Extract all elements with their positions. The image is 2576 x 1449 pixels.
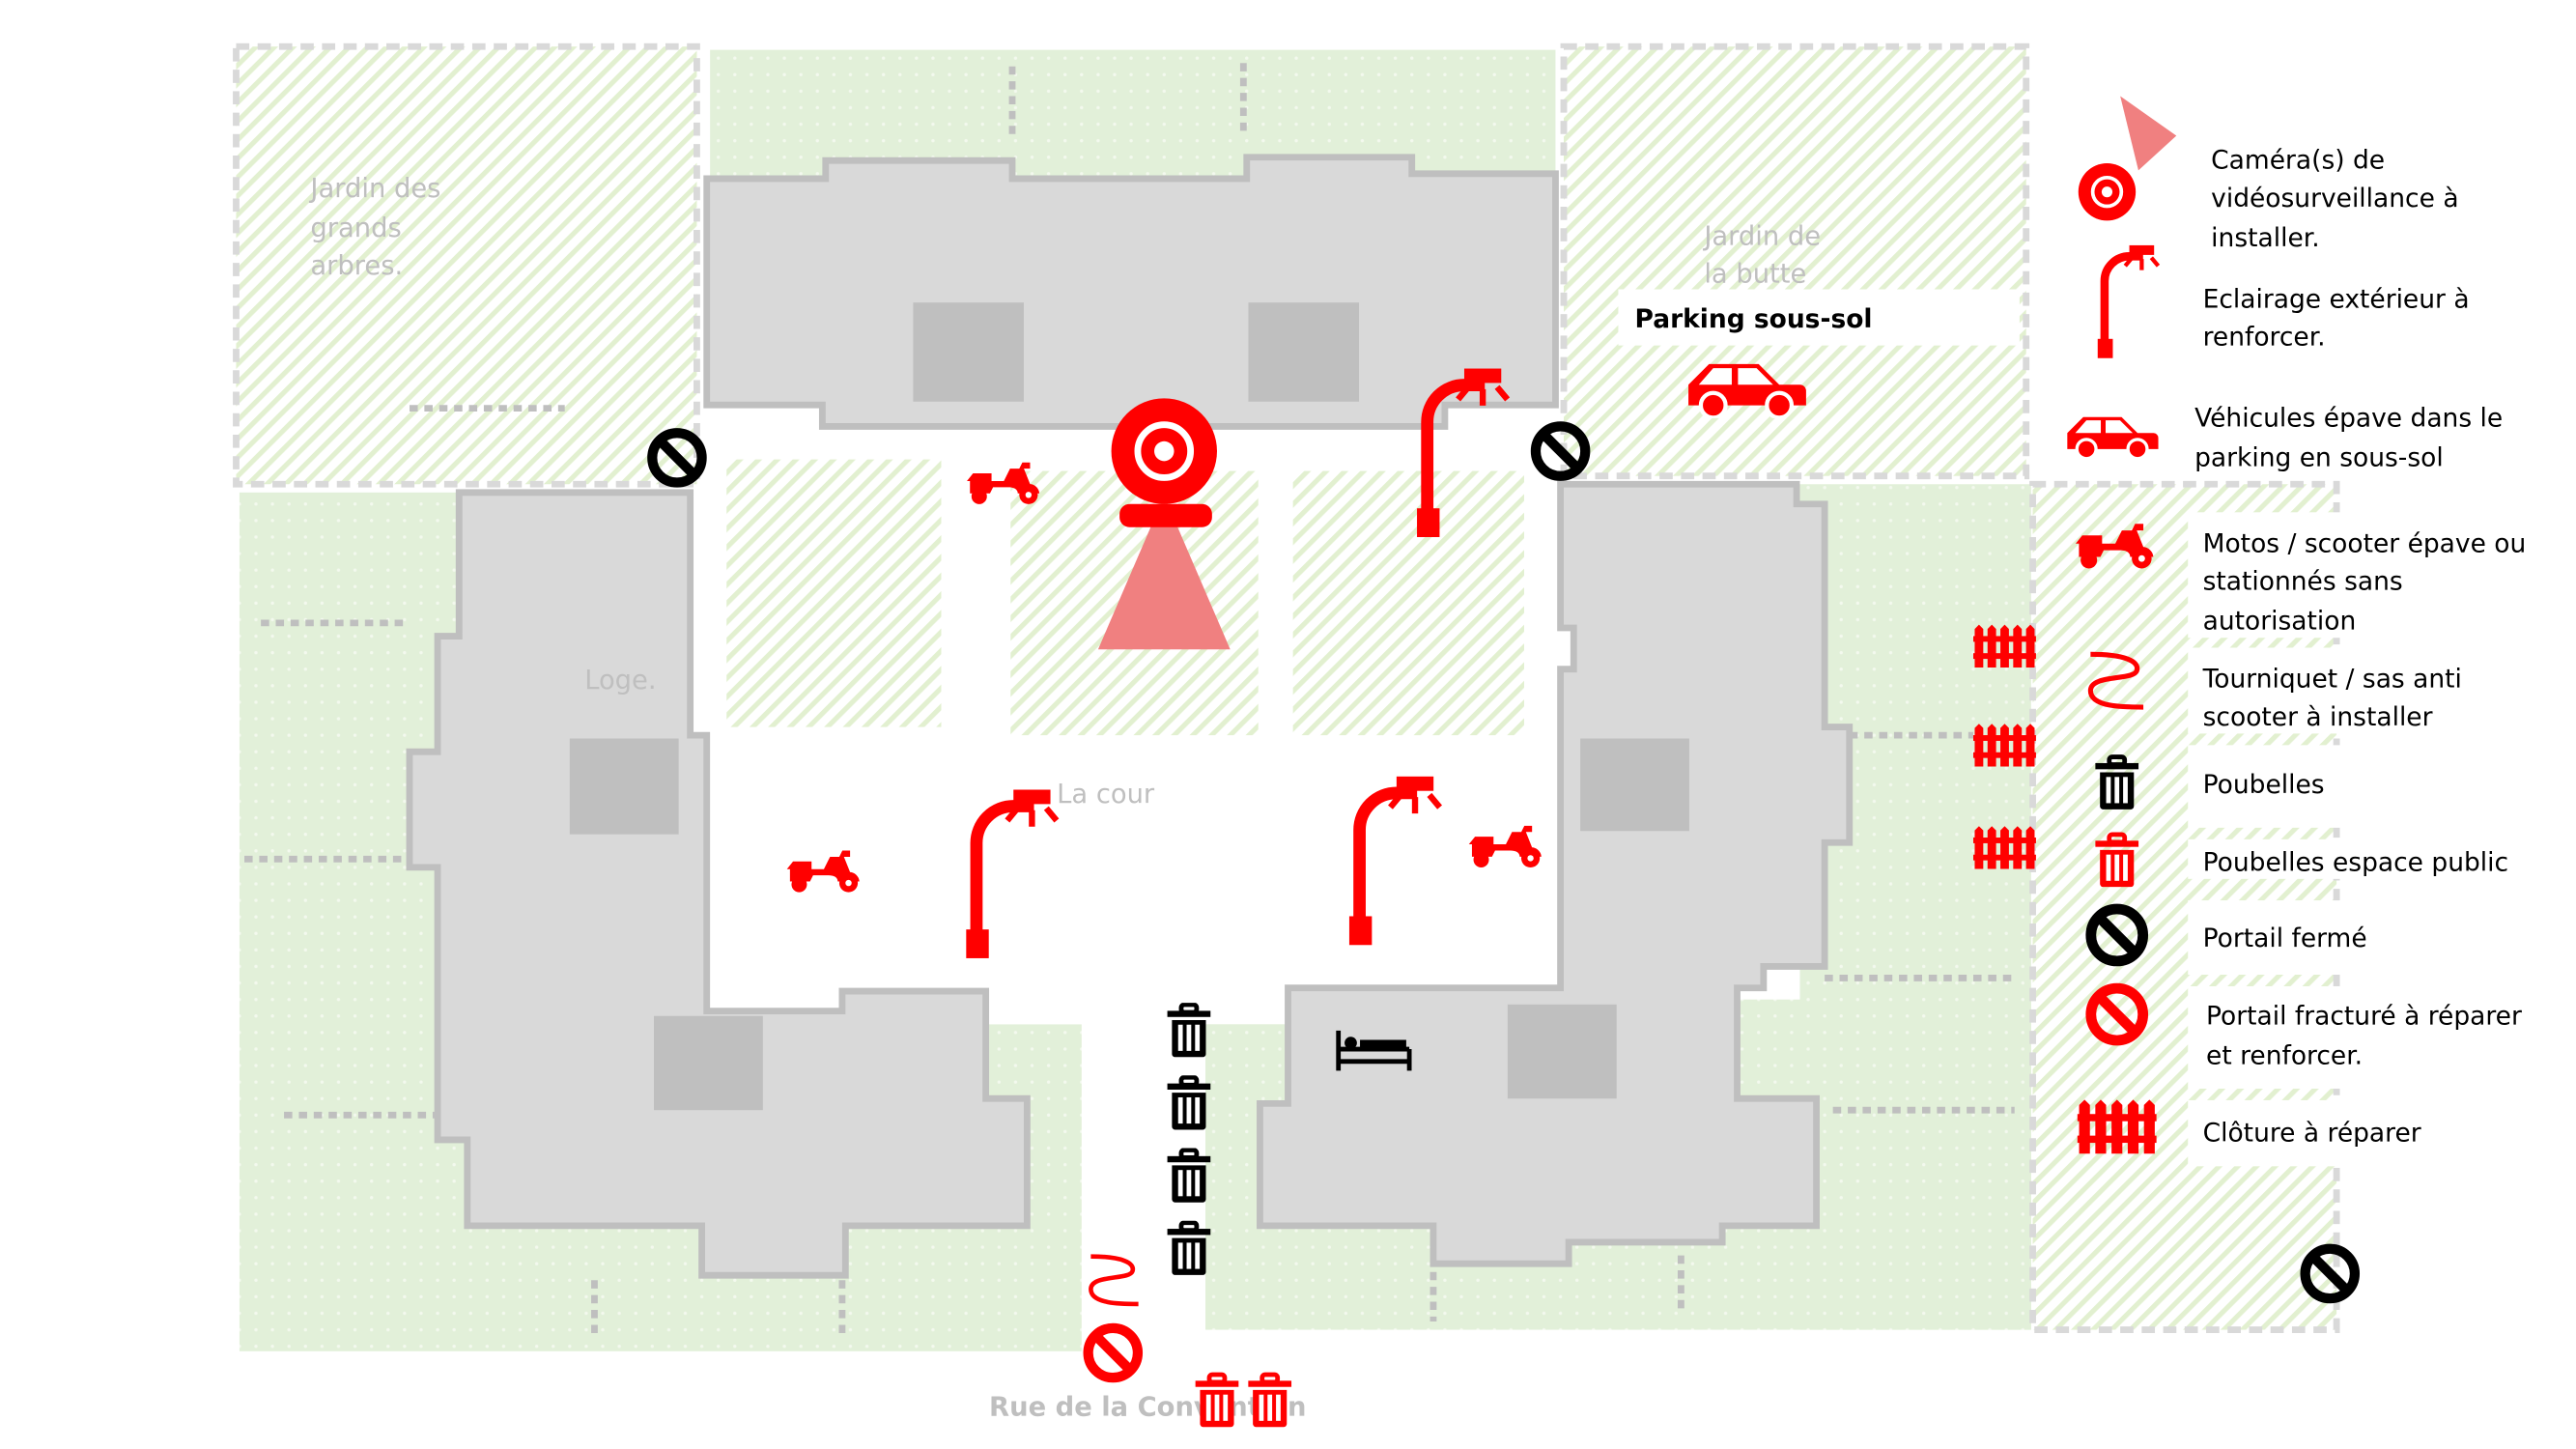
- stairwell: [913, 302, 1024, 402]
- stairwell: [654, 1015, 763, 1111]
- legend-trash-icon: [2095, 757, 2138, 810]
- public-trash-icon: [1196, 1375, 1239, 1427]
- stairwell: [1580, 738, 1689, 832]
- legend-camera-icon: [2076, 161, 2138, 223]
- garden-grands-arbres: [233, 43, 700, 488]
- legend-label: Caméra(s) de: [2211, 146, 2385, 176]
- stairwell: [569, 738, 679, 835]
- fence-icon: [1972, 724, 2036, 767]
- legend-label: parking en sous-sol: [2194, 442, 2444, 472]
- legend-label: scooter à installer: [2203, 702, 2433, 732]
- label-jardin-grands-arbres: arbres.: [310, 251, 403, 281]
- legend-label: Poubelles espace public: [2203, 847, 2508, 877]
- label-parking: Parking sous-sol: [1635, 304, 1873, 334]
- label-loge: Loge.: [584, 666, 656, 696]
- label-jardin-grands-arbres: grands: [310, 213, 401, 243]
- legend-label: renforcer.: [2203, 323, 2326, 353]
- legend-label: vidéosurveillance à: [2211, 184, 2458, 213]
- trash-icon: [1168, 1005, 1211, 1057]
- camera-view-cone: [1097, 496, 1231, 650]
- legend-car-icon: [2065, 415, 2161, 460]
- building-north: [703, 154, 1559, 430]
- public-trash-icon: [1248, 1375, 1291, 1427]
- legend-label: Tourniquet / sas anti: [2202, 665, 2462, 695]
- legend-label: stationnés sans: [2203, 567, 2403, 597]
- label-cour: La cour: [1057, 780, 1155, 810]
- legend-label: Portail fracturé à réparer: [2206, 1001, 2522, 1031]
- legend-label: Poubelles: [2203, 770, 2325, 800]
- legend-label: et renforcer.: [2206, 1040, 2363, 1070]
- stairwell: [1248, 302, 1360, 402]
- legend-label: Motos / scooter épave ou: [2203, 528, 2527, 558]
- turnstile-icon: [1090, 1257, 1138, 1304]
- legend: Caméra(s) de vidéosurveillance à install…: [2065, 96, 2568, 1167]
- legend-label: Eclairage extérieur à: [2203, 284, 2470, 314]
- fence-icon: [1972, 826, 2036, 869]
- legend-fence-icon: [2077, 1099, 2157, 1154]
- legend-label: autorisation: [2203, 607, 2357, 637]
- legend-label: Clôture à réparer: [2203, 1119, 2421, 1149]
- trash-icon: [1168, 1077, 1211, 1129]
- label-jardin-butte: Jardin de: [1702, 221, 1821, 251]
- courtyard-garden: [1292, 470, 1524, 736]
- label-jardin-grands-arbres: Jardin des: [308, 174, 440, 204]
- trash-icon: [1168, 1150, 1211, 1202]
- legend-label: installer.: [2211, 223, 2319, 253]
- trash-icon: [1168, 1223, 1211, 1275]
- legend-label: Portail fermé: [2203, 923, 2367, 953]
- fence-icon: [1972, 624, 2036, 668]
- legend-public-trash-icon: [2095, 835, 2138, 887]
- broken-gate-icon: [1089, 1328, 1138, 1378]
- legend-label: Véhicules épave dans le: [2194, 403, 2503, 433]
- window-marks: [244, 63, 2015, 1335]
- label-jardin-butte: la butte: [1704, 260, 1806, 290]
- courtyard-garden: [726, 459, 942, 727]
- legend-street-lamp-icon: [2098, 245, 2159, 358]
- building-west: [406, 489, 1031, 1279]
- camera-icon: [1112, 398, 1217, 503]
- stairwell: [1507, 1004, 1617, 1099]
